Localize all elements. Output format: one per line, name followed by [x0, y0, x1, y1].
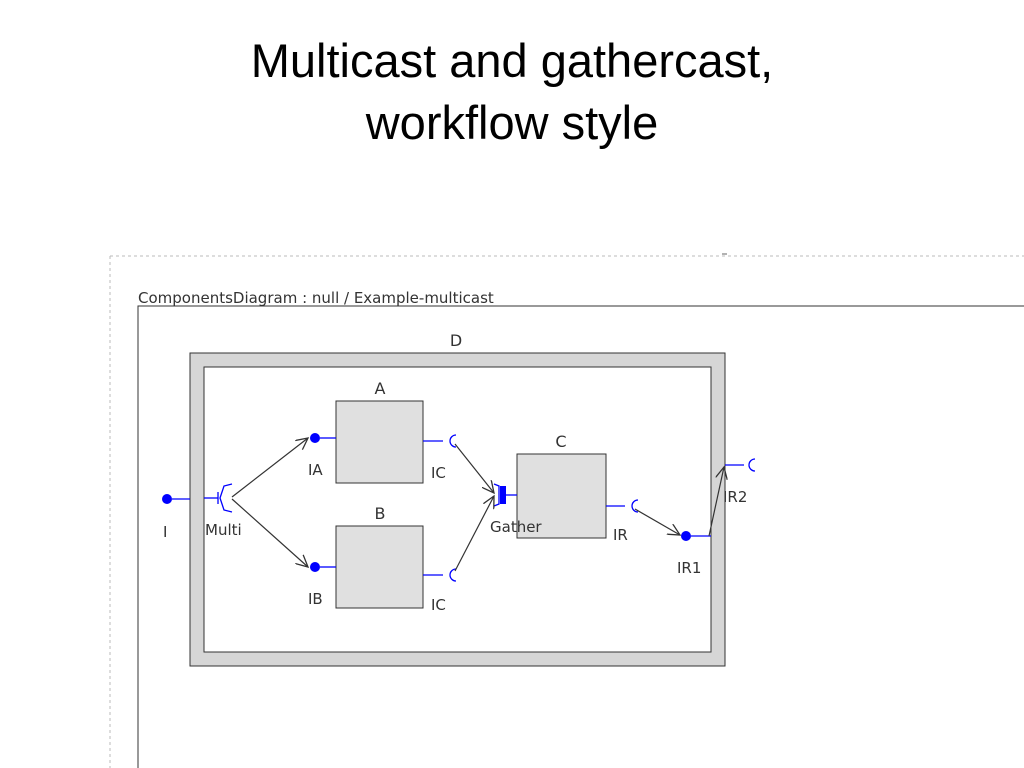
port-ir[interactable]	[606, 499, 639, 513]
component-c-label: C	[555, 432, 566, 451]
port-i-label: I	[163, 523, 167, 541]
port-ir2[interactable]	[725, 458, 756, 472]
port-ic-b-label: IC	[431, 596, 446, 614]
port-multi[interactable]	[204, 483, 233, 513]
slide-title-line-1: Multicast and gathercast,	[250, 34, 774, 87]
port-ic-a-label: IC	[431, 464, 446, 482]
composite-d[interactable]	[189, 352, 726, 667]
port-gather[interactable]	[493, 483, 517, 507]
port-ia[interactable]	[310, 433, 336, 443]
slide-title: Multicast and gathercast, workflow style	[0, 30, 1024, 154]
port-ic-b[interactable]	[423, 568, 457, 582]
slide-title-line-2: workflow style	[365, 96, 659, 149]
arrow-ic-a-to-gather[interactable]	[454, 443, 494, 493]
arrow-multi-to-ib[interactable]	[231, 498, 308, 567]
port-ir2-label: IR2	[723, 488, 747, 506]
arrow-ir1-to-ir2[interactable]	[708, 467, 724, 537]
port-ib[interactable]	[310, 562, 336, 572]
composite-d-inner	[203, 366, 712, 653]
component-c[interactable]	[516, 453, 607, 539]
port-multi-label: Multi	[205, 521, 242, 539]
frame-caption: ComponentsDiagram : null / Example-multi…	[138, 289, 494, 307]
component-b-label: B	[375, 504, 386, 523]
port-ia-label: IA	[308, 461, 323, 479]
component-a-label: A	[375, 379, 386, 398]
port-ib-label: IB	[308, 590, 323, 608]
port-i[interactable]	[162, 494, 190, 504]
arrow-ic-b-to-gather[interactable]	[454, 496, 494, 572]
port-ir1[interactable]	[681, 531, 711, 541]
composite-d-label: D	[450, 331, 462, 350]
arrow-ir-to-ir1[interactable]	[634, 508, 680, 535]
component-b[interactable]	[335, 525, 424, 609]
port-ir-label: IR	[613, 526, 628, 544]
port-ir1-label: IR1	[677, 559, 701, 577]
diagram-frame	[137, 305, 1024, 768]
arrow-multi-to-ia[interactable]	[231, 438, 308, 498]
port-gather-label: Gather	[490, 518, 542, 536]
component-a[interactable]	[335, 400, 424, 484]
port-ic-a[interactable]	[423, 434, 457, 448]
